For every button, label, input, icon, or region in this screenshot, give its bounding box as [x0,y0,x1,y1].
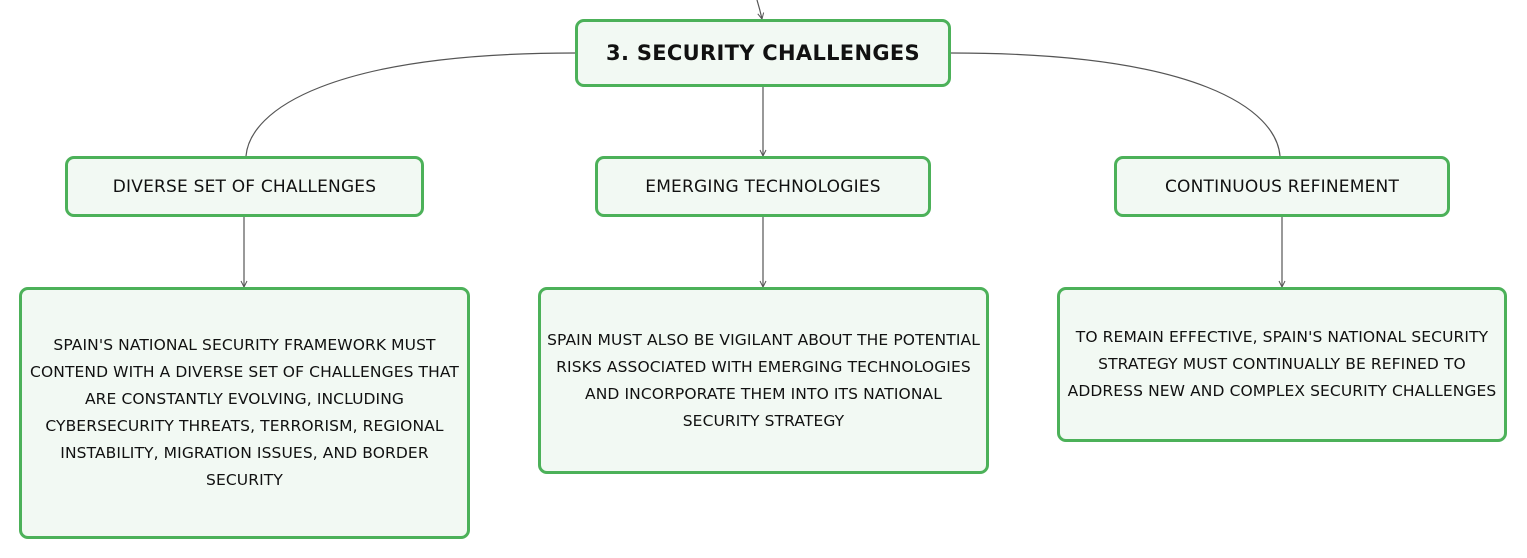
detail-text: TO REMAIN EFFECTIVE, SPAIN'S NATIONAL SE… [1067,328,1497,400]
branch-node-diverse-challenges[interactable]: DIVERSE SET OF CHALLENGES [65,156,424,217]
root-node[interactable]: 3. SECURITY CHALLENGES [575,19,951,87]
incoming-connector [756,0,762,19]
connector-root-to-branch-3 [950,52,1281,157]
detail-node-continuous-refinement[interactable]: TO REMAIN EFFECTIVE, SPAIN'S NATIONAL SE… [1057,287,1507,442]
detail-node-emerging-technologies[interactable]: SPAIN MUST ALSO BE VIGILANT ABOUT THE PO… [538,287,989,474]
branch-label: EMERGING TECHNOLOGIES [645,176,881,197]
branch-node-emerging-technologies[interactable]: EMERGING TECHNOLOGIES [595,156,931,217]
detail-text: SPAIN'S NATIONAL SECURITY FRAMEWORK MUST… [30,336,459,489]
branch-label: DIVERSE SET OF CHALLENGES [112,176,377,197]
detail-node-diverse-challenges[interactable]: SPAIN'S NATIONAL SECURITY FRAMEWORK MUST… [19,287,470,539]
root-label: 3. SECURITY CHALLENGES [606,41,920,65]
detail-text: SPAIN MUST ALSO BE VIGILANT ABOUT THE PO… [547,330,980,430]
branch-node-continuous-refinement[interactable]: CONTINUOUS REFINEMENT [1114,156,1450,217]
branch-label: CONTINUOUS REFINEMENT [1164,176,1400,197]
connector-root-to-branch-1 [245,52,576,157]
